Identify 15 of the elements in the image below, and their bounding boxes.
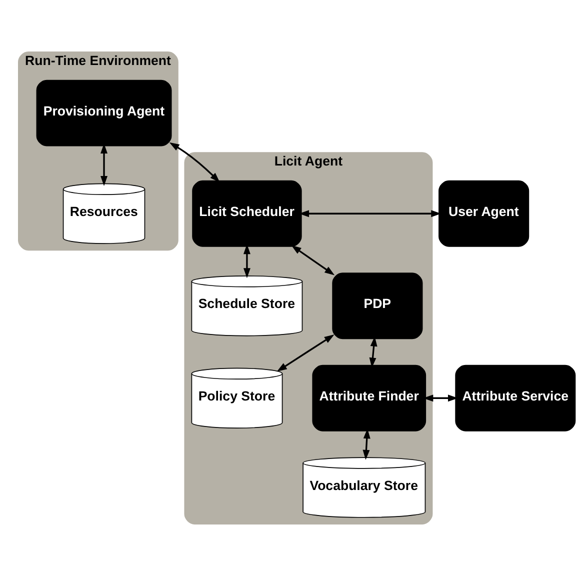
node-box: User Agent bbox=[438, 180, 530, 247]
node-box: Attribute Finder bbox=[312, 364, 426, 432]
node-box: Provisioning Agent bbox=[36, 80, 172, 146]
arrow bbox=[276, 334, 334, 372]
arrow bbox=[369, 336, 378, 368]
arrow bbox=[169, 142, 220, 182]
arrow bbox=[362, 428, 370, 460]
node-box: Licit Scheduler bbox=[192, 180, 302, 247]
arrow bbox=[243, 244, 250, 278]
arrow bbox=[100, 143, 108, 186]
arrow bbox=[423, 394, 458, 402]
arrow bbox=[299, 210, 442, 218]
node-box: Attribute Service bbox=[455, 364, 576, 432]
arrow bbox=[291, 245, 335, 276]
node-box: PDP bbox=[332, 272, 423, 340]
